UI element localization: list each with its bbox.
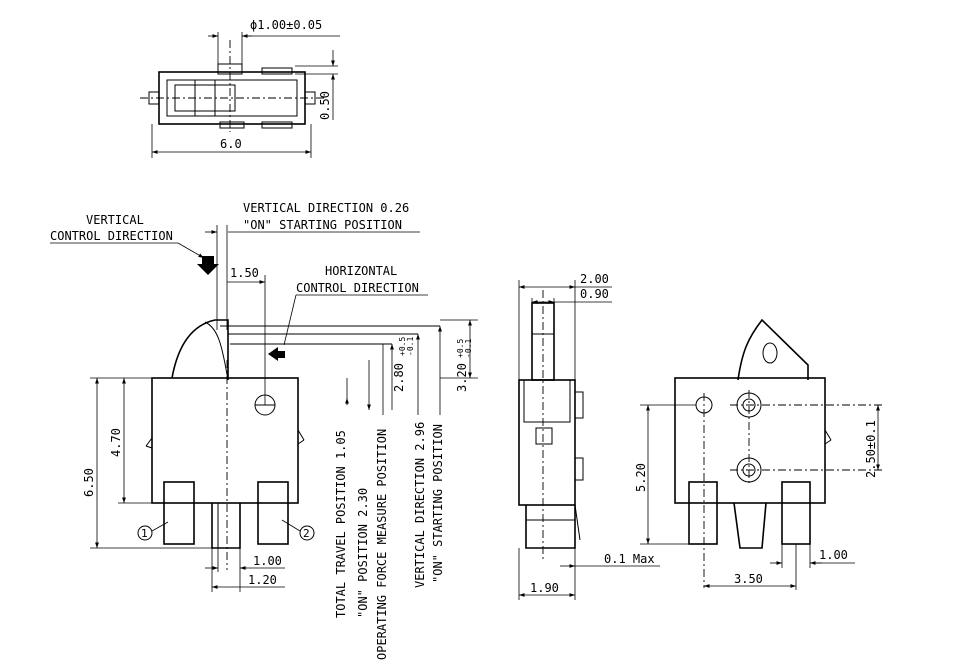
front-view: VERTICAL CONTROL DIRECTION VERTICAL DIRE… [50,201,478,660]
actuator [171,319,229,380]
front-body [151,377,299,504]
terminal-left [163,481,195,545]
side-view: 2.00 0.90 1.90 0.1 Max [518,272,660,600]
dim-200: 2.00 [580,272,609,286]
down-arrow-icon [197,256,219,275]
dim-470: 4.70 [109,428,123,457]
dim-650: 6.50 [82,468,96,497]
vertical-direction-296-label: VERTICAL DIRECTION 2.96 [413,422,427,588]
dim-280-tol-lower: -0.1 [406,337,415,356]
vertical-on-label-1: VERTICAL DIRECTION 0.26 [243,201,409,215]
dim-090: 0.90 [580,287,609,301]
dim-320: 3.20 [455,363,469,392]
horizontal-control-label-1: HORIZONTAL [325,264,397,278]
rear-view: 5.20 2.50±0.1 3.50 1.00 [634,318,885,590]
dim-120: 1.20 [248,573,277,587]
on-position-label: "ON" POSITION 2.30 [356,488,370,618]
dim-320-tol-lower: -0.1 [464,339,473,358]
dim-520: 5.20 [634,463,648,492]
top-view: ϕ1.00±0.05 0.50 6.0 [140,18,340,158]
actuator-hole [762,342,778,364]
dim-280-tol-upper: +0.5 [398,337,407,356]
vertical-control-label-2: CONTROL DIRECTION [50,229,173,243]
horizontal-control-label-2: CONTROL DIRECTION [296,281,419,295]
terminal-1-label: 1 [141,527,148,540]
terminal-2-marker [299,525,315,541]
dim-350: 3.50 [734,572,763,586]
dim-150: 1.50 [230,266,259,280]
dim-190: 1.90 [530,581,559,595]
diameter-label: ϕ1.00±0.05 [250,18,322,32]
side-body [518,379,576,506]
max-label: 0.1 Max [604,552,655,566]
terminal-right [257,481,289,545]
dim-100-front: 1.00 [253,554,282,568]
dim-280: 2.80 [392,363,406,392]
operating-force-label: OPERATING FORCE MEASURE POSITION [375,429,389,660]
rear-terminal-right [781,481,811,545]
height-label: 0.50 [318,91,332,120]
dim-320-tol-upper: +0.5 [456,339,465,358]
left-arrow-icon [268,347,285,361]
width-label: 6.0 [220,137,242,151]
rear-body [674,377,826,504]
rear-actuator [737,318,809,381]
on-starting-label: "ON" STARTING POSITION [431,424,445,583]
dim-250: 2.50±0.1 [864,420,878,478]
total-travel-label: TOTAL TRAVEL POSITION 1.05 [334,430,348,618]
terminal-2-label: 2 [303,527,310,540]
rear-terminal-left [688,481,718,545]
dim-100-rear: 1.00 [819,548,848,562]
vertical-on-label-2: "ON" STARTING POSITION [243,218,402,232]
terminal-center [211,503,241,549]
vertical-control-label-1: VERTICAL [86,213,144,227]
terminal-1-marker [137,525,153,541]
rear-terminal-center [733,502,767,549]
